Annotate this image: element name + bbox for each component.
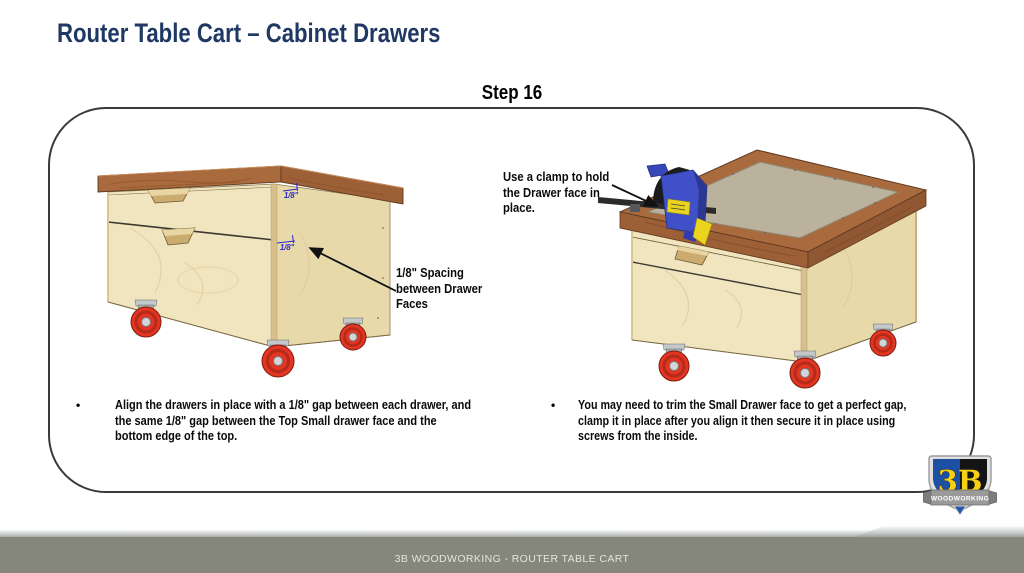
left-bullet-text: Align the drawers in place with a 1/8" g… <box>115 398 472 444</box>
top-panel-surface <box>646 161 900 239</box>
footer-bar: 3B WOODWORKING - ROUTER TABLE CART <box>0 537 1024 573</box>
footer-text: 3B WOODWORKING - ROUTER TABLE CART <box>394 553 630 565</box>
slide-title: Router Table Cart – Cabinet Drawers <box>57 18 441 48</box>
caster-wheel <box>339 317 367 351</box>
dimension-label-mid: 1/8" <box>280 242 295 252</box>
footer-accent-strip <box>0 530 1024 537</box>
dimension-label-top: 1/8" <box>284 190 299 200</box>
brand-logo: 3B WOODWORKING <box>923 455 997 516</box>
spacing-note: 1/8" Spacing between Drawer Faces <box>396 266 483 311</box>
right-cabinet-illustration <box>598 149 928 389</box>
clamp-note: Use a clamp to hold the Drawer face in p… <box>503 170 610 215</box>
caster-wheel <box>869 323 897 357</box>
caster-wheel <box>130 299 162 338</box>
bullet-glyph: • <box>76 398 81 412</box>
caster-wheel <box>789 350 821 389</box>
bullet-glyph: • <box>551 398 556 412</box>
logo-ribbon <box>930 489 990 506</box>
left-cabinet-illustration <box>97 165 404 378</box>
right-bullet-text: You may need to trim the Small Drawer fa… <box>578 398 907 444</box>
caster-wheel <box>261 339 295 378</box>
step-heading: Step 16 <box>481 82 543 104</box>
logo-wordmark: WOODWORKING <box>931 496 989 503</box>
caster-wheel <box>658 343 690 382</box>
left-cabinet-side-face <box>273 183 391 348</box>
logo-pendant <box>953 505 967 516</box>
footer-swoosh <box>854 526 1024 537</box>
quick-clamp <box>598 163 716 246</box>
drawer-seam <box>631 261 805 296</box>
dimension-tick-marks <box>276 182 299 244</box>
